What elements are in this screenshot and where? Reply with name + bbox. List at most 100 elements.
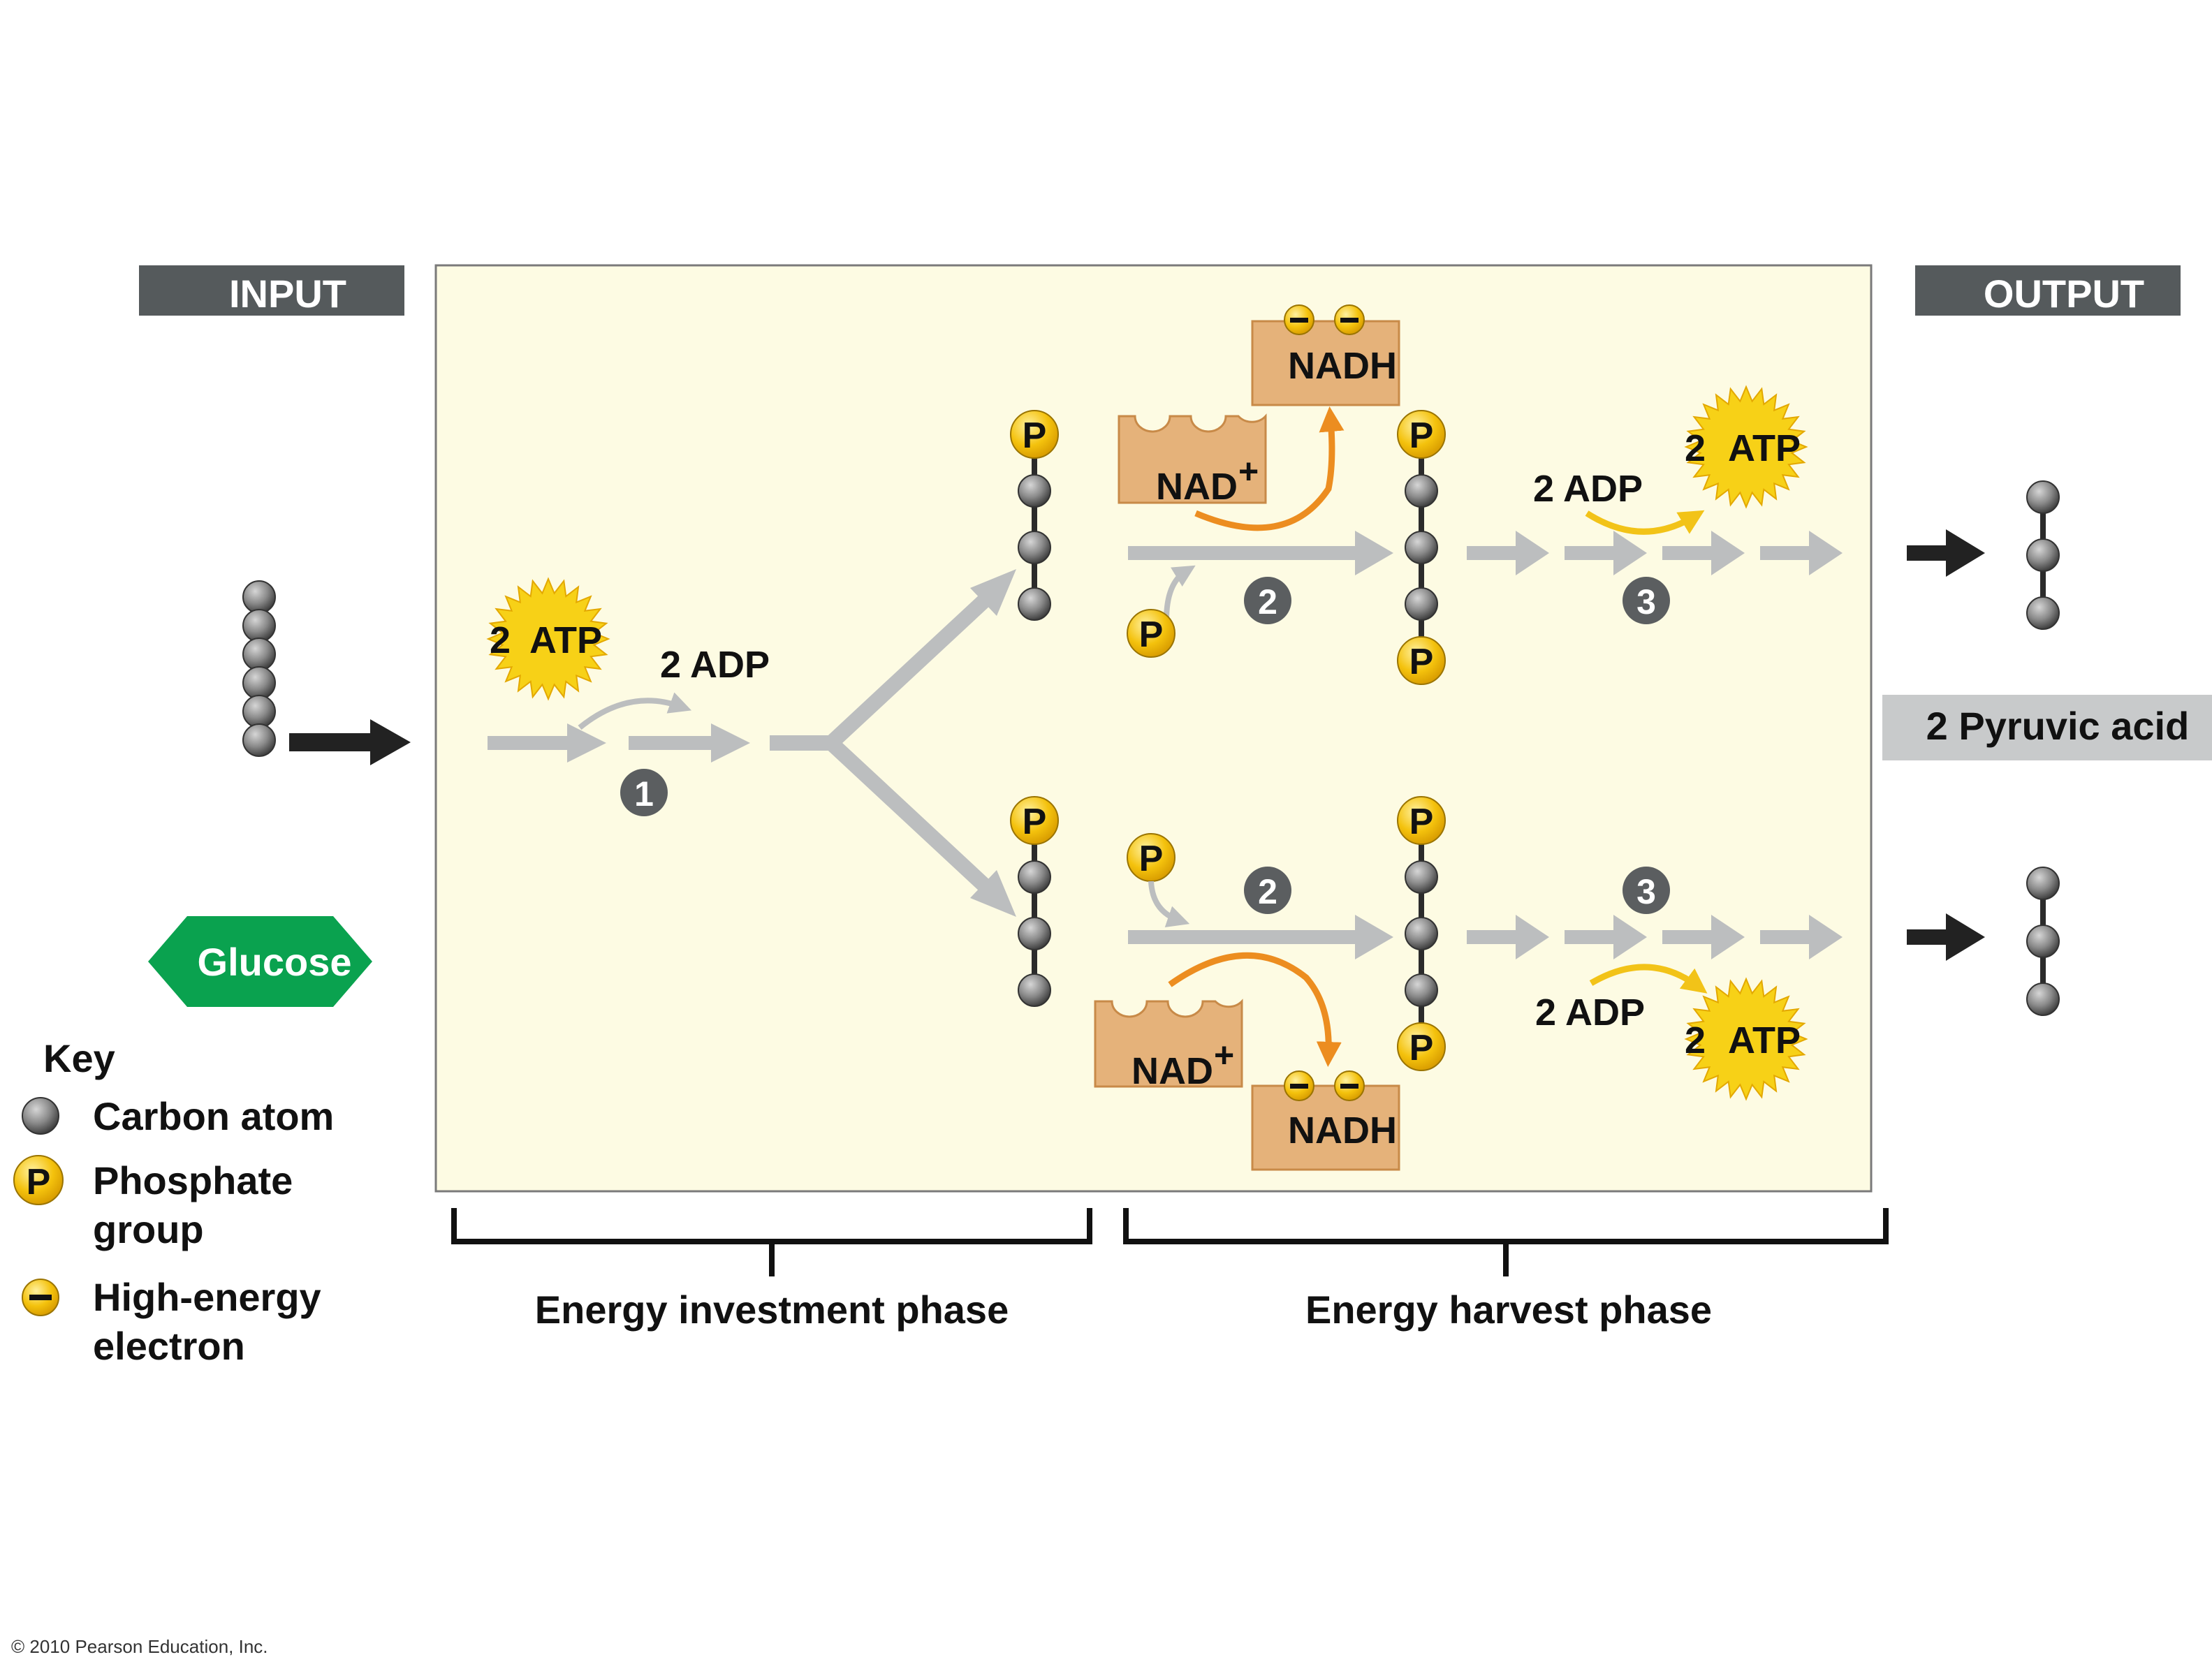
- phosphate-symbol: P: [1409, 1028, 1434, 1068]
- phosphate-icon: P: [13, 1155, 64, 1205]
- adp-to-atp-arrow-bottom: [1589, 964, 1708, 994]
- carbon-atom: [2026, 925, 2060, 958]
- carbon-atom: [1018, 860, 1051, 894]
- phosphate-symbol: P: [1023, 802, 1047, 842]
- step-1-number: 1: [634, 774, 654, 813]
- step-1-badge: 1: [620, 769, 668, 816]
- phosphate-addition-arrow-top: [1164, 565, 1196, 621]
- atp-burst-investment: 2 ATP: [486, 577, 610, 701]
- investment-phase-bracket: Energy investment phase: [451, 1208, 1092, 1332]
- step-2-badge-top: 2: [1244, 577, 1291, 624]
- adp-label-top: 2 ADP: [1533, 468, 1643, 510]
- step-3-badge-bottom: 3: [1623, 867, 1670, 914]
- gray-arrow: [629, 723, 750, 763]
- carbon-atom: [2026, 982, 2060, 1016]
- carbon-atom: [242, 580, 276, 614]
- nadh-top: NADH: [1251, 304, 1400, 406]
- nad-to-nadh-arrow-bottom: [1168, 952, 1342, 1067]
- phosphate-symbol: P: [1409, 642, 1434, 682]
- carbon-atom: [1018, 474, 1051, 508]
- adp-to-atp-arrow-top: [1585, 510, 1705, 535]
- atp-burst-top: 2 ATP: [1684, 385, 1808, 509]
- carbon-atom: [1018, 917, 1051, 950]
- phosphate-addition-arrow-bottom: [1148, 881, 1190, 927]
- glucose-label: Glucose: [198, 940, 352, 984]
- carbon-atom: [2026, 596, 2060, 630]
- carbon-atom: [242, 609, 276, 642]
- carbon-atom: [242, 695, 276, 728]
- output-header-label: OUTPUT: [1984, 272, 2144, 316]
- carbon-atom: [1405, 973, 1438, 1007]
- carbon-atom: [1405, 917, 1438, 950]
- carbon-atom: [1018, 531, 1051, 564]
- atp-label: ATP: [1728, 1019, 1801, 1061]
- atp-number: 2: [1685, 427, 1706, 469]
- step-3-number: 3: [1636, 582, 1656, 621]
- nad-label: NAD: [1131, 1050, 1213, 1092]
- carbon-atom: [1405, 860, 1438, 894]
- key-legend: Key Carbon atom P Phosphate group High-e…: [13, 1036, 334, 1368]
- step-3-number: 3: [1636, 872, 1656, 911]
- carbon-atom-icon: [22, 1097, 59, 1135]
- electron-icon: [1334, 304, 1365, 335]
- free-phosphate-top: P: [1127, 609, 1175, 658]
- glucose-label-hexagon: Glucose: [148, 916, 372, 1007]
- key-phosphate-label-2: group: [93, 1207, 204, 1251]
- phosphate-group: P: [1127, 609, 1175, 658]
- free-phosphate-bottom: P: [1127, 833, 1175, 882]
- key-electron-label-1: High-energy: [93, 1275, 321, 1319]
- nad-label: NAD: [1156, 466, 1238, 508]
- phosphate-symbol: P: [1139, 839, 1164, 879]
- investment-phase-label: Energy investment phase: [535, 1288, 1009, 1332]
- phosphorylated-3-carbon-top: P: [1010, 410, 1059, 621]
- carbon-atom: [1405, 474, 1438, 508]
- carbon-atom: [1018, 973, 1051, 1007]
- phosphorylated-3-carbon-bottom: P: [1010, 796, 1059, 1007]
- nadh-label: NADH: [1288, 1110, 1397, 1151]
- atp-burst-bottom: 2 ATP: [1684, 977, 1808, 1101]
- copyright-notice: © 2010 Pearson Education, Inc.: [11, 1636, 268, 1657]
- carbon-atom: [2026, 538, 2060, 572]
- nad-charge: +: [1238, 452, 1259, 491]
- input-header: INPUT: [139, 265, 404, 316]
- step-2-number: 2: [1258, 582, 1277, 621]
- diphosphorylated-3-carbon-bottom: PP: [1397, 796, 1446, 1071]
- output-flow-arrow-bottom: [1907, 913, 1985, 961]
- atp-number: 2: [1685, 1019, 1706, 1061]
- electron-icon: [1284, 304, 1314, 335]
- split-arrow: [770, 569, 1016, 917]
- atp-label: ATP: [529, 619, 602, 661]
- phosphate-symbol: P: [1023, 415, 1047, 456]
- electron-icon: [22, 1279, 59, 1316]
- carbon-atom: [1018, 587, 1051, 621]
- output-header: OUTPUT: [1915, 265, 2181, 316]
- phosphate-group: P: [1010, 796, 1059, 845]
- gray-arrow-series-top: [1467, 531, 1843, 575]
- output-flow-arrow-top: [1907, 529, 1985, 577]
- gray-arrow: [1128, 531, 1393, 575]
- key-electron-label-2: electron: [93, 1324, 245, 1368]
- phosphate-group: P: [1397, 796, 1446, 845]
- carbon-atom: [2026, 867, 2060, 900]
- gray-arrow: [1128, 915, 1393, 959]
- adp-label-investment: 2 ADP: [660, 644, 770, 686]
- pyruvic-acid-molecule-bottom: [2026, 867, 2060, 1016]
- phosphate-group: P: [1127, 833, 1175, 882]
- nadh-bottom: NADH: [1251, 1070, 1400, 1171]
- key-phosphate-label-1: Phosphate: [93, 1158, 293, 1202]
- input-header-label: INPUT: [229, 272, 346, 316]
- electron-icon: [1284, 1070, 1314, 1101]
- gray-arrow: [488, 723, 606, 763]
- atp-label: ATP: [1728, 427, 1801, 469]
- atp-number: 2: [490, 619, 511, 661]
- nad-to-nadh-arrow-top: [1194, 406, 1345, 531]
- pyruvic-acid-label: 2 Pyruvic acid: [1926, 704, 2190, 748]
- electron-icon: [1334, 1070, 1365, 1101]
- phosphate-symbol: P: [1409, 802, 1434, 842]
- input-flow-arrow: [289, 719, 411, 765]
- harvest-phase-label: Energy harvest phase: [1305, 1288, 1712, 1332]
- key-carbon-label: Carbon atom: [93, 1094, 334, 1138]
- carbon-atom: [242, 666, 276, 700]
- step-2-number: 2: [1258, 872, 1277, 911]
- phosphate-symbol: P: [27, 1162, 51, 1202]
